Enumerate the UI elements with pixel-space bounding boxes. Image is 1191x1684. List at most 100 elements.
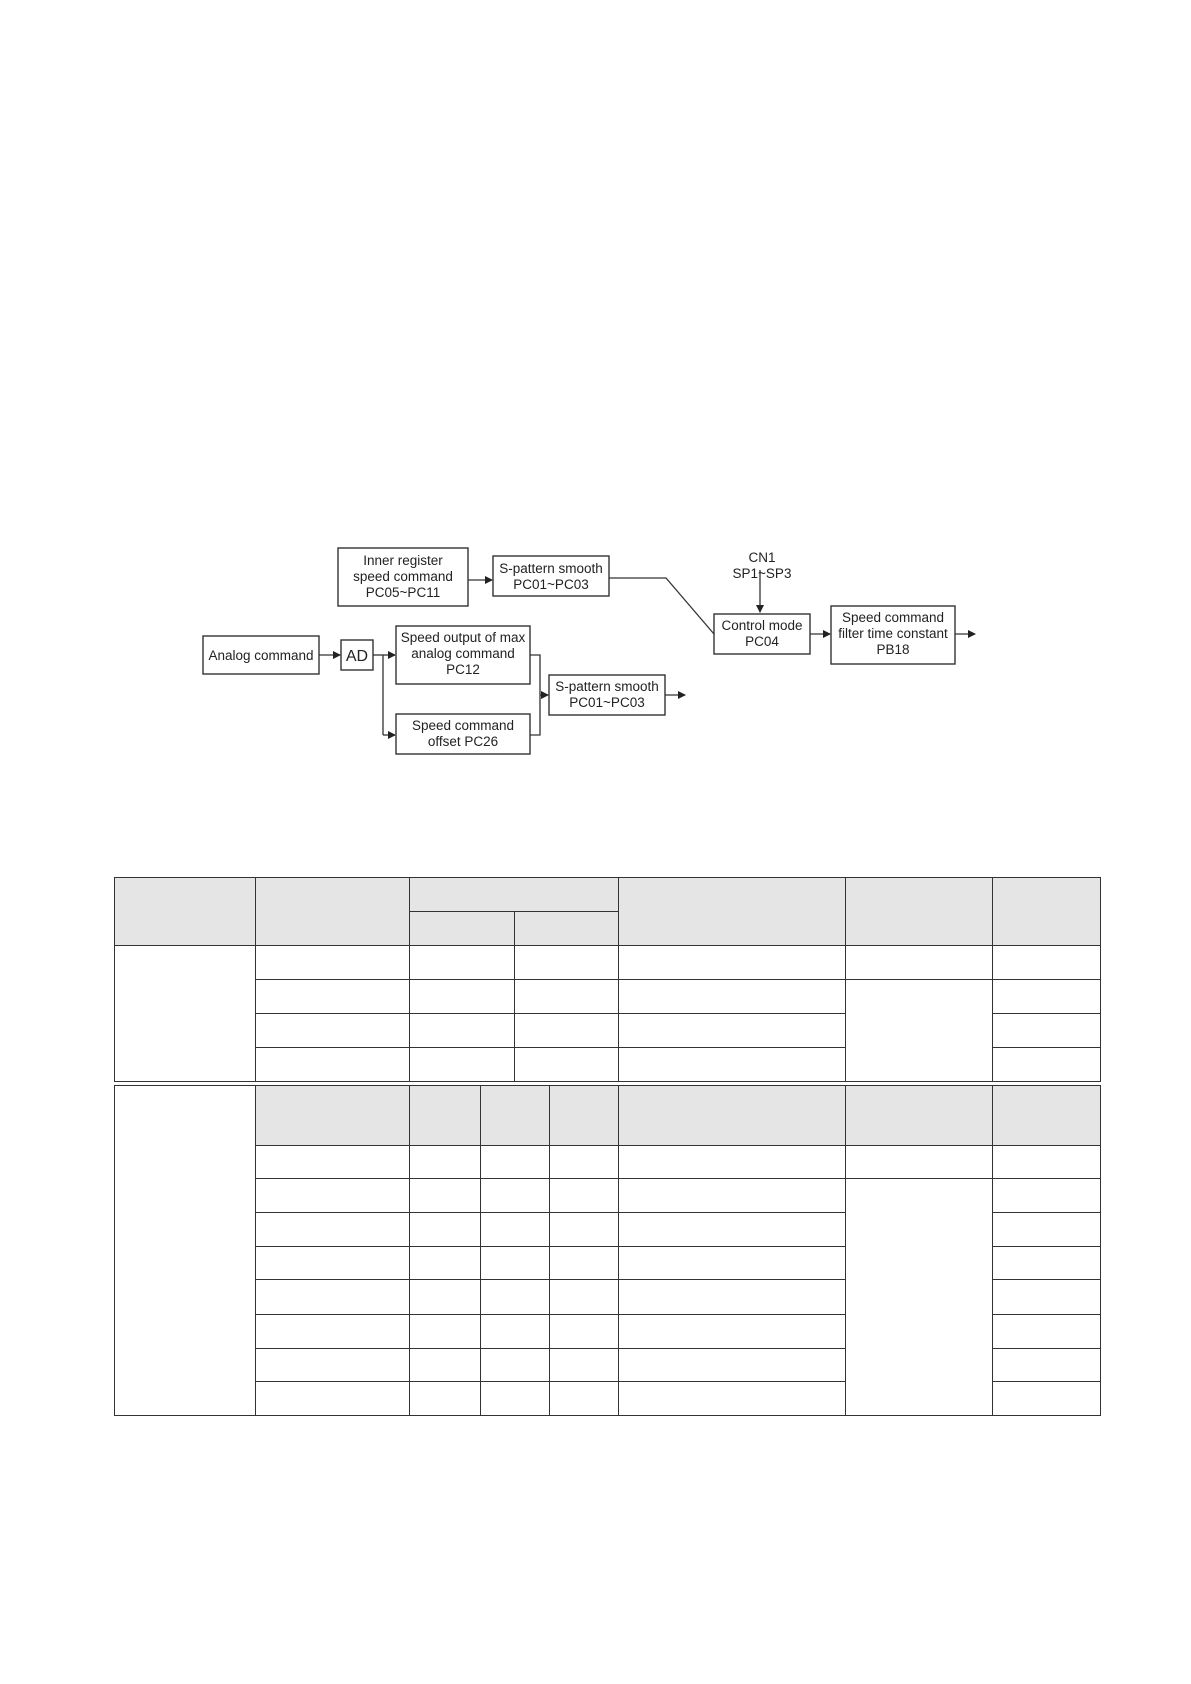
- table-cell: [549, 1314, 619, 1349]
- table-cell: [618, 1178, 846, 1213]
- table1-group-cell: [114, 945, 256, 1082]
- table-cell: [992, 1013, 1101, 1048]
- table-cell: [409, 1178, 481, 1213]
- s-pattern-bottom-line-1: S-pattern smooth: [555, 679, 659, 694]
- table-cell: [992, 979, 1101, 1014]
- table-cell: [618, 1348, 846, 1382]
- table-cell: [618, 1246, 846, 1280]
- table-cell: [409, 1047, 515, 1082]
- table-cell: [992, 1348, 1101, 1382]
- table-cell: [409, 1279, 481, 1315]
- table2-header-cell: [549, 1085, 619, 1146]
- table-cell: [549, 1246, 619, 1280]
- table-cell: [992, 1279, 1101, 1315]
- table-row: [115, 1279, 1101, 1315]
- table-cell: [409, 979, 515, 1014]
- table-cell: [480, 1145, 550, 1179]
- speed-output-line-2: analog command: [411, 646, 515, 661]
- table-cell: [992, 1145, 1101, 1179]
- table2-header-cell: [618, 1085, 846, 1146]
- table-row: [115, 1145, 1101, 1179]
- table1-header-cell: [618, 877, 846, 946]
- table-cell: [255, 1314, 410, 1349]
- inner-register-line-2: speed command: [353, 569, 453, 584]
- table-cell: [480, 1381, 550, 1416]
- table-cell: [480, 1212, 550, 1247]
- table2-header-row: [114, 1085, 1101, 1416]
- table-cell: [255, 1246, 410, 1280]
- table1-header-row-2: [115, 911, 1101, 946]
- table2-header-cell: [845, 1085, 993, 1146]
- table-cell: [409, 1314, 481, 1349]
- table1-subheader-cell: [409, 911, 515, 946]
- table-row: [115, 1178, 1101, 1416]
- table-cell: [549, 1348, 619, 1382]
- table-cell: [618, 1013, 846, 1048]
- node-s-pattern-smooth-bottom: S-pattern smooth PC01~PC03: [548, 674, 666, 716]
- node-speed-command-filter: Speed command filter time constant PB18: [830, 605, 956, 665]
- table-cell: [409, 945, 515, 980]
- filter-line-3: PB18: [876, 642, 909, 657]
- table-cell: [992, 1212, 1101, 1247]
- table-cell: [992, 1381, 1101, 1416]
- parameter-table-2: [114, 1085, 1101, 1416]
- table-cell: [992, 1178, 1101, 1213]
- table-cell: [618, 979, 846, 1014]
- table1-header-cell: [992, 877, 1101, 946]
- s-pattern-bottom-line-2: PC01~PC03: [569, 695, 644, 710]
- table-cell: [409, 1145, 481, 1179]
- node-s-pattern-smooth-top: S-pattern smooth PC01~PC03: [492, 555, 610, 597]
- table-row: [115, 979, 1101, 1082]
- table2-header-cell: [255, 1085, 410, 1146]
- offset-line-2: offset PC26: [428, 734, 498, 749]
- table2-header-cell: [409, 1085, 481, 1146]
- table-cell: [845, 945, 993, 980]
- table-cell: [409, 1348, 481, 1382]
- table-cell: [480, 1279, 550, 1315]
- s-pattern-top-line-2: PC01~PC03: [513, 577, 588, 592]
- table-cell: [255, 1348, 410, 1382]
- node-analog-command: Analog command: [202, 635, 320, 675]
- table1-merged-cell: [845, 979, 993, 1082]
- table-cell: [618, 1145, 846, 1179]
- table-cell: [255, 1279, 410, 1315]
- table-cell: [255, 1013, 410, 1048]
- table2-header-cell: [480, 1085, 550, 1146]
- cn1-line-1: CN1: [748, 550, 775, 565]
- filter-line-2: filter time constant: [838, 626, 948, 641]
- table-cell: [618, 1314, 846, 1349]
- table-row: [115, 1047, 1101, 1082]
- node-inner-register: Inner register speed command PC05~PC11: [337, 547, 469, 607]
- table-cell: [992, 945, 1101, 980]
- table-cell: [409, 1212, 481, 1247]
- control-mode-line-2: PC04: [745, 634, 779, 649]
- table-cell: [480, 1314, 550, 1349]
- offset-line-1: Speed command: [412, 718, 514, 733]
- table-cell: [618, 1047, 846, 1082]
- table-cell: [618, 1212, 846, 1247]
- table-cell: [549, 1279, 619, 1315]
- table-cell: [992, 1314, 1101, 1349]
- inner-register-line-3: PC05~PC11: [366, 585, 440, 600]
- node-speed-output-max-analog: Speed output of max analog command PC12: [395, 625, 531, 685]
- table-cell: [992, 1246, 1101, 1280]
- table-cell: [255, 1212, 410, 1247]
- table-cell: [992, 1047, 1101, 1082]
- table-row: [115, 1348, 1101, 1382]
- connector-lines: [319, 570, 976, 739]
- table-row: [115, 1314, 1101, 1349]
- table-cell: [514, 1047, 619, 1082]
- table1-header-group-cell: [409, 877, 619, 912]
- ad-label: AD: [346, 648, 368, 665]
- table-row: [115, 1013, 1101, 1048]
- node-control-mode: Control mode PC04: [713, 613, 811, 655]
- node-speed-command-offset: Speed command offset PC26: [395, 713, 531, 755]
- table-cell: [618, 1381, 846, 1416]
- speed-output-line-1: Speed output of max: [401, 630, 526, 645]
- table-cell: [618, 945, 846, 980]
- table1-header-cell: [114, 877, 256, 946]
- filter-line-1: Speed command: [842, 610, 944, 625]
- table-cell: [549, 1381, 619, 1416]
- table-cell: [255, 1381, 410, 1416]
- parameter-table-1: [114, 877, 1101, 1082]
